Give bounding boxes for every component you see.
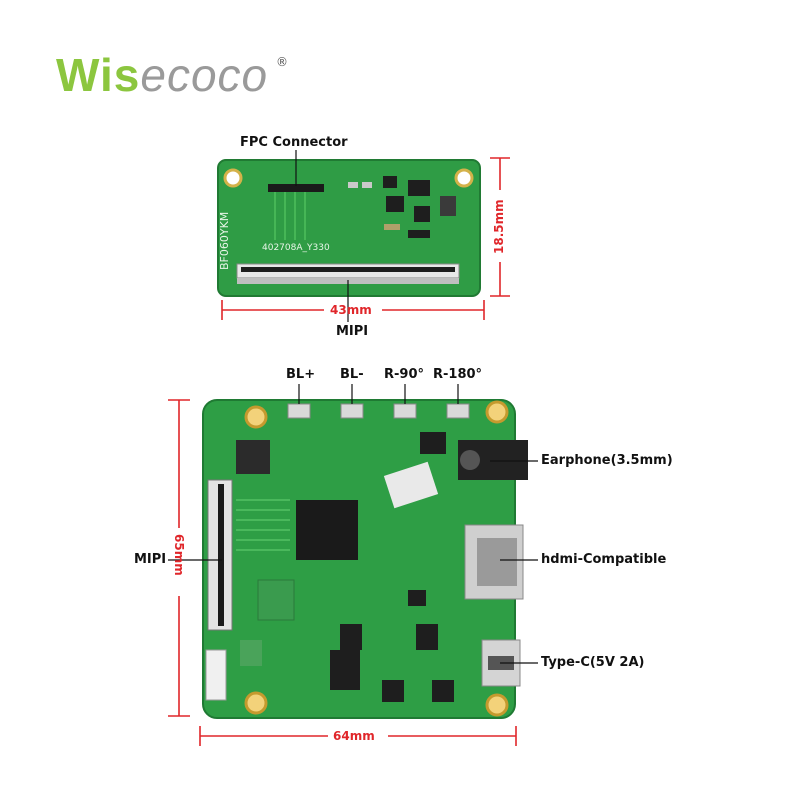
registered-mark: ® bbox=[276, 55, 288, 69]
fpc-connector-label: FPC Connector bbox=[240, 135, 348, 150]
small-board bbox=[217, 159, 481, 297]
main-board bbox=[202, 399, 528, 719]
silk-model: BF060YKM bbox=[218, 212, 231, 270]
typec-label: Type-C(5V 2A) bbox=[541, 655, 645, 670]
mipi-small-label: MIPI bbox=[336, 324, 369, 339]
bl-plus-label: BL+ bbox=[286, 367, 316, 382]
r-90-label: R-90° bbox=[384, 367, 424, 382]
hdmi-label: hdmi-Compatible bbox=[541, 552, 667, 567]
earphone-label: Earphone(3.5mm) bbox=[541, 453, 673, 468]
small-width-label: 43mm bbox=[330, 303, 372, 317]
main-width-label: 64mm bbox=[333, 729, 375, 743]
small-width-dim bbox=[221, 300, 485, 320]
r-180-label: R-180° bbox=[433, 367, 483, 382]
small-height-dim bbox=[490, 157, 510, 297]
main-width-dim bbox=[199, 726, 517, 746]
port-leaders bbox=[168, 460, 538, 664]
button-leaders bbox=[298, 384, 459, 404]
main-height-dim bbox=[168, 399, 190, 717]
bl-minus-label: BL- bbox=[340, 367, 364, 382]
brand-logo: Wisecoco bbox=[56, 49, 269, 101]
main-height-label: 65mm bbox=[172, 534, 186, 576]
small-height-label: 18.5mm bbox=[492, 199, 506, 254]
silk-code: 402708A_Y330 bbox=[262, 243, 330, 253]
mipi-main-label: MIPI bbox=[134, 552, 167, 567]
